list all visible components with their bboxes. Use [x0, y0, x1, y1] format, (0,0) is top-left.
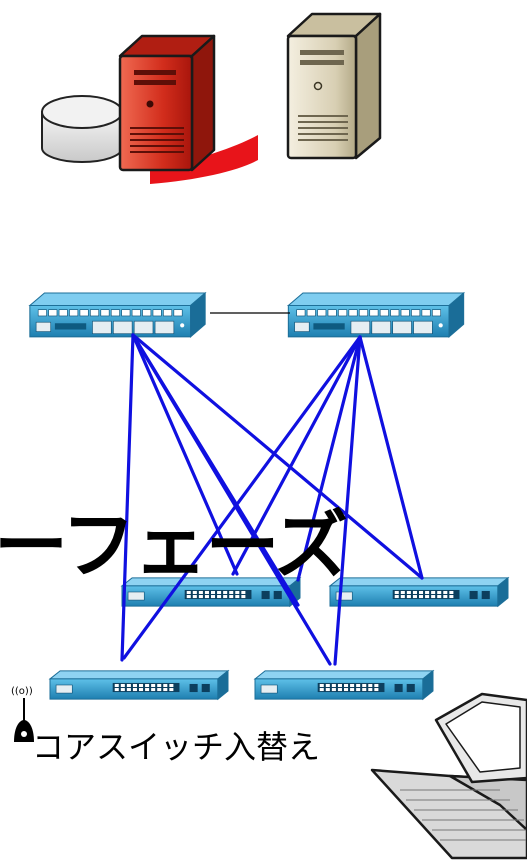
- wireless-ap-icon: [14, 698, 34, 742]
- caption-core-switch-replacement: コアスイッチ入替え: [32, 728, 321, 766]
- red-server-icon: [118, 34, 258, 184]
- wifi-signal-glyph: ((o)): [11, 686, 33, 697]
- access-switch-icon: [49, 670, 229, 700]
- access-switch-icon: [329, 577, 509, 607]
- laptop-icon: [370, 692, 527, 860]
- core-switch-icon: [29, 292, 206, 338]
- access-switch-icon: [254, 670, 434, 700]
- beige-server-icon: [286, 12, 382, 160]
- core-switch-icon: [287, 292, 465, 338]
- storage-disk-icon: [41, 95, 123, 163]
- uplink-lines: [120, 333, 424, 666]
- phase-title-fragment: ーフェーズ: [0, 503, 348, 589]
